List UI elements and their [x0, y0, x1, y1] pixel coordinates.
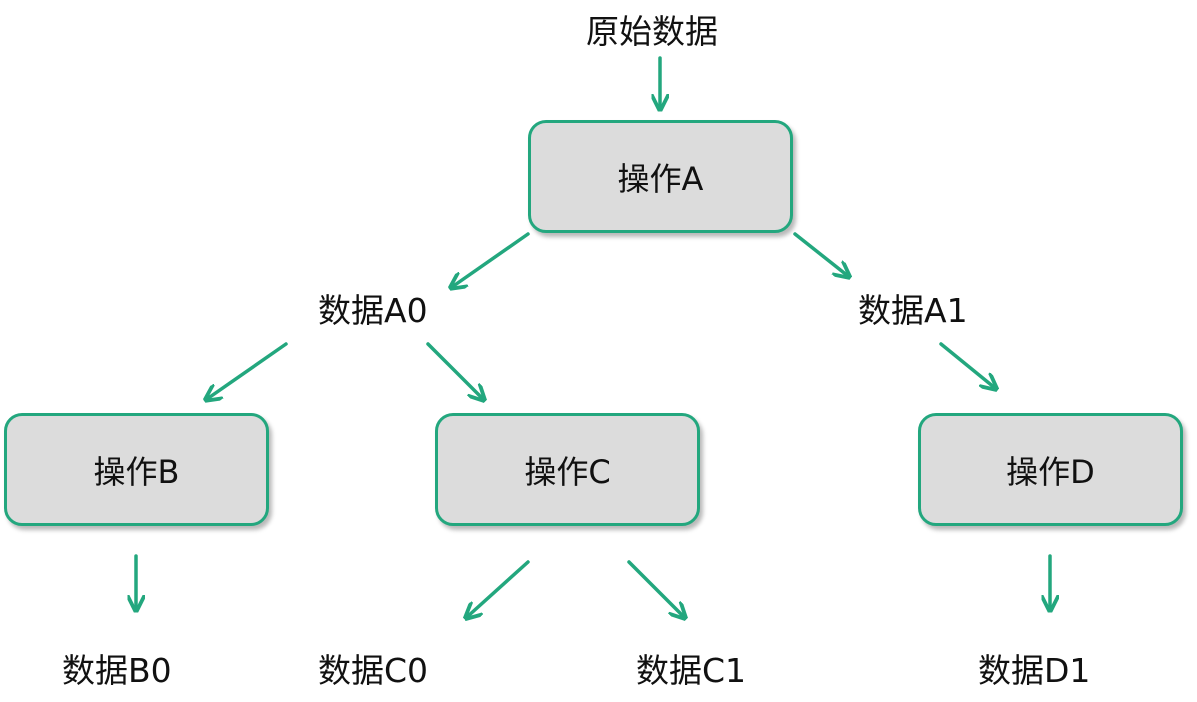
operation-c-box[interactable]: 操作C [435, 413, 700, 526]
arrow-data-a1-to-op-d [939, 342, 995, 388]
data-a0-label: 数据A0 [318, 291, 428, 330]
operation-a-label: 操作A [617, 159, 704, 198]
operation-b-box[interactable]: 操作B [4, 413, 269, 526]
operation-d-label: 操作D [1006, 452, 1095, 491]
operation-c-label: 操作C [524, 452, 611, 491]
data-c1-label: 数据C1 [636, 651, 747, 690]
data-c0-label: 数据C0 [318, 651, 429, 690]
arrow-op-a-to-data-a1 [793, 232, 848, 276]
arrow-op-a-to-data-a0 [452, 232, 530, 287]
source-data-label: 原始数据 [586, 12, 718, 51]
arrow-op-c-to-data-c0 [467, 560, 530, 617]
data-a1-label: 数据A1 [858, 291, 968, 330]
arrow-op-c-to-data-c1 [627, 560, 684, 617]
data-b0-label: 数据B0 [62, 651, 172, 690]
arrow-data-a0-to-op-b [207, 342, 288, 399]
data-d1-label: 数据D1 [978, 651, 1091, 690]
operation-b-label: 操作B [93, 452, 180, 491]
operation-a-box[interactable]: 操作A [528, 120, 793, 233]
operation-d-box[interactable]: 操作D [918, 413, 1183, 526]
arrow-data-a0-to-op-c [426, 342, 483, 399]
